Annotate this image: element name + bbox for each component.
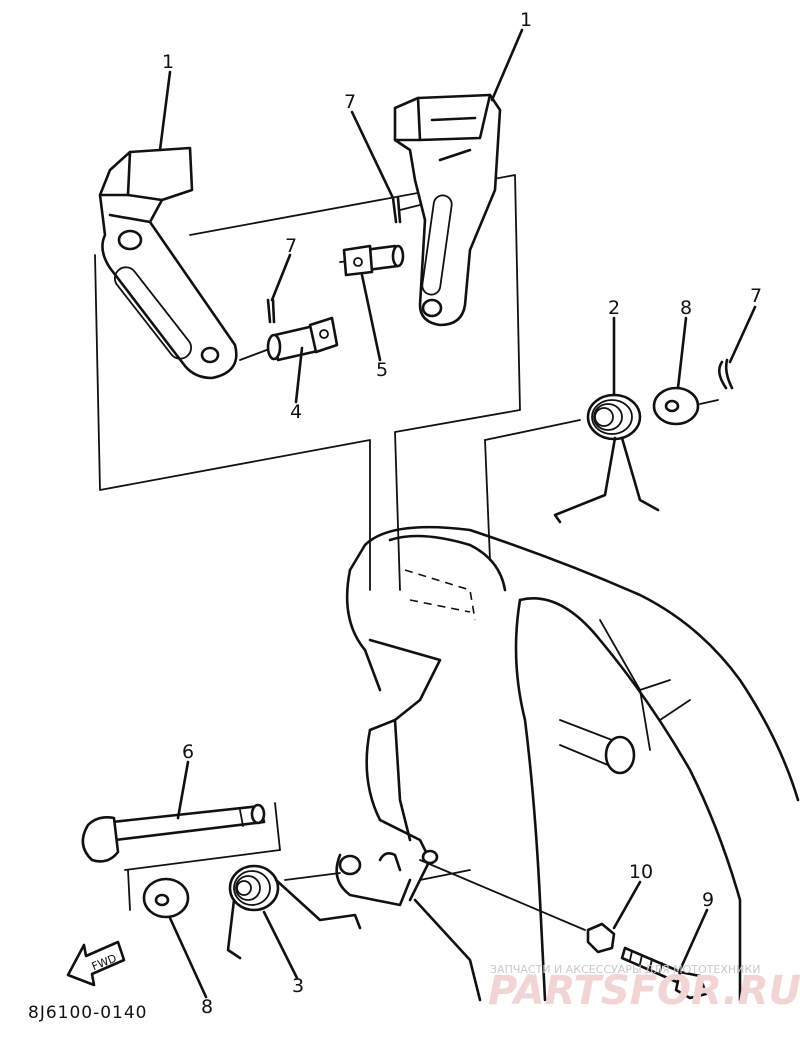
callout-10: 10	[629, 861, 653, 883]
callouts: 1 1 2 3 4 5 6 7 7 7 8 8 9 10	[162, 9, 762, 1018]
clevis-pin	[342, 244, 405, 277]
watermark-tagline: ЗАПЧАСТИ И АКСЕССУАРЫ ДЛЯ МОТОТЕХНИКИ	[490, 963, 760, 976]
lever-right	[393, 93, 502, 327]
callout-7-lower: 7	[285, 235, 297, 257]
frame-body	[335, 525, 800, 1002]
callout-9: 9	[702, 889, 714, 911]
callout-3: 3	[292, 975, 304, 997]
washer-lower	[142, 877, 190, 919]
washer-upper	[652, 386, 700, 426]
callout-1-right: 1	[520, 9, 532, 31]
cotter-pin-right	[717, 358, 734, 390]
leader-lines	[158, 28, 757, 999]
fwd-arrow: FWD	[66, 940, 126, 987]
cotter-pin-upper	[391, 196, 402, 224]
callout-5: 5	[376, 359, 388, 381]
callout-2: 2	[608, 297, 620, 319]
callout-4: 4	[290, 401, 302, 423]
lever-left	[98, 146, 238, 380]
callout-6: 6	[182, 741, 194, 763]
callout-8-upper: 8	[680, 297, 692, 319]
nut	[586, 922, 616, 954]
torsion-spring-upper	[553, 393, 660, 524]
drawing-code: 8J6100-0140	[28, 1003, 148, 1023]
watermark: ЗАПЧАСТИ И АКСЕССУАРЫ ДЛЯ МОТОТЕХНИКИ PA…	[488, 963, 800, 1014]
watermark-logo: PARTSFOR.RU	[488, 968, 800, 1014]
pivot-shaft	[81, 803, 266, 863]
callout-1-left: 1	[162, 51, 174, 73]
pin	[266, 316, 339, 362]
torsion-spring-lower	[226, 864, 362, 960]
bolt	[620, 946, 708, 1000]
callout-7-upper: 7	[344, 91, 356, 113]
cotter-pin-lower	[266, 298, 276, 324]
callout-8-lower: 8	[201, 996, 213, 1018]
callout-7-right: 7	[750, 285, 762, 307]
